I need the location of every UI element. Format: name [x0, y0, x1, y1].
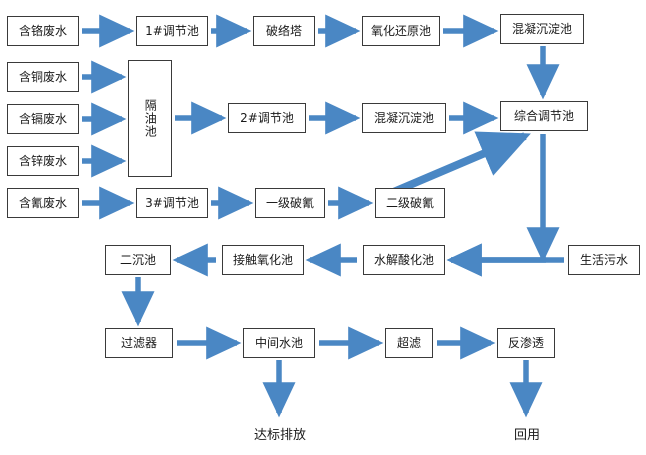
node-label: 一级破氰 — [265, 195, 314, 210]
node-label: 接触氧化池 — [232, 252, 293, 267]
node-label: 生活污水 — [579, 252, 628, 267]
node-label: 含铬废水 — [18, 23, 67, 38]
node-label: 综合调节池 — [513, 108, 574, 123]
node-domestic-sewage[interactable]: 生活污水 — [568, 245, 640, 275]
node-coagulation-sedimentation-tank-2[interactable]: 混凝沉淀池 — [362, 103, 446, 133]
node-zinc-wastewater[interactable]: 含锌废水 — [7, 146, 79, 176]
node-decomplexation-tower[interactable]: 破络塔 — [253, 16, 315, 46]
node-label: 过滤器 — [120, 335, 157, 350]
node-ultrafiltration[interactable]: 超滤 — [385, 328, 433, 358]
node-label: 二沉池 — [119, 252, 156, 267]
node-cyanide-wastewater[interactable]: 含氰废水 — [7, 188, 79, 218]
node-coagulation-sedimentation-tank-1[interactable]: 混凝沉淀池 — [500, 14, 584, 44]
node-intermediate-water-pool[interactable]: 中间水池 — [243, 328, 315, 358]
node-label: 含镉废水 — [18, 111, 67, 126]
arrow-cyan2-to-comp — [382, 131, 531, 200]
node-oil-separation-tank[interactable]: 隔油池 — [128, 60, 172, 177]
node-contact-oxidation-tank[interactable]: 接触氧化池 — [222, 245, 304, 275]
node-adjusting-tank-2[interactable]: 2#调节池 — [228, 103, 306, 133]
node-label: 2#调节池 — [240, 110, 294, 125]
node-label: 水解酸化池 — [373, 252, 434, 267]
outcome-label: 达标排放 — [253, 427, 306, 443]
label-compliant-discharge: 达标排放 — [240, 422, 320, 444]
node-chrome-wastewater[interactable]: 含铬废水 — [7, 16, 79, 46]
node-primary-cyanide-breaking[interactable]: 一级破氰 — [255, 188, 325, 218]
node-label: 含氰废水 — [18, 195, 67, 210]
node-hydrolysis-acidification-tank[interactable]: 水解酸化池 — [363, 245, 445, 275]
node-label: 混凝沉淀池 — [511, 21, 572, 36]
node-label: 破络塔 — [265, 23, 302, 38]
node-label: 反渗透 — [507, 335, 544, 350]
node-reverse-osmosis[interactable]: 反渗透 — [497, 328, 555, 358]
node-secondary-cyanide-breaking[interactable]: 二级破氰 — [375, 188, 445, 218]
outcome-label: 回用 — [513, 427, 540, 443]
node-secondary-settling-tank[interactable]: 二沉池 — [105, 245, 171, 275]
node-label: 1#调节池 — [145, 23, 199, 38]
node-label: 氧化还原池 — [370, 23, 431, 38]
label-reuse: 回用 — [500, 422, 554, 444]
node-redox-tank[interactable]: 氧化还原池 — [362, 16, 440, 46]
node-adjusting-tank-1[interactable]: 1#调节池 — [136, 16, 208, 46]
node-label: 二级破氰 — [385, 195, 434, 210]
node-label: 含铜废水 — [18, 69, 67, 84]
node-comprehensive-adjusting-tank[interactable]: 综合调节池 — [500, 101, 588, 131]
node-label: 超滤 — [396, 335, 421, 350]
node-filter[interactable]: 过滤器 — [105, 328, 173, 358]
node-adjusting-tank-3[interactable]: 3#调节池 — [136, 188, 208, 218]
node-label: 含锌废水 — [18, 153, 67, 168]
node-label: 中间水池 — [254, 335, 303, 350]
node-label: 3#调节池 — [145, 195, 199, 210]
node-copper-wastewater[interactable]: 含铜废水 — [7, 62, 79, 92]
node-label: 混凝沉淀池 — [373, 110, 434, 125]
node-label: 隔油池 — [143, 99, 158, 138]
node-nickel-wastewater[interactable]: 含镉废水 — [7, 104, 79, 134]
